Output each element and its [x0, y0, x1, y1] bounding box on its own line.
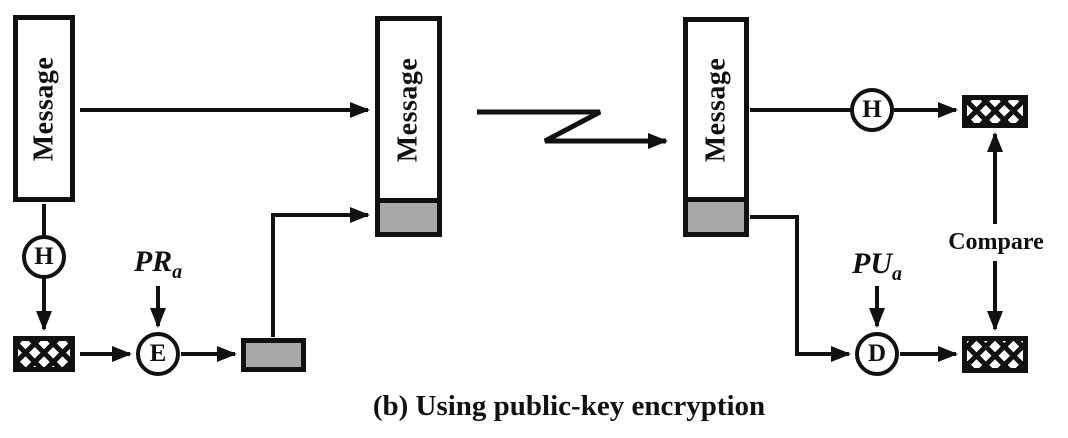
transmission-zigzag-icon [477, 109, 668, 149]
arrow-signature-to-message2 [271, 207, 370, 337]
message-box-transit: Message [375, 16, 442, 237]
compare-label: Compare [948, 229, 1044, 255]
hash-function-circle-receiver: H [850, 88, 894, 132]
arrow-signature-strip-to-decrypt [750, 215, 851, 362]
private-key-subscript: a [172, 261, 183, 283]
signature-strip-receiver [688, 197, 744, 232]
decrypt-function-label: D [867, 340, 887, 367]
figure-caption: (b) Using public-key encryption [372, 390, 766, 422]
public-key-subscript: a [892, 263, 902, 285]
message-label-transit: Message [392, 57, 424, 162]
hash-function-circle-sender: H [22, 235, 66, 279]
message-box-sender: Message [13, 15, 75, 202]
hash-value-box-receiver-decrypted [962, 336, 1028, 373]
encrypt-function-circle: E [136, 332, 180, 376]
encrypt-function-label: E [149, 340, 167, 367]
decrypt-function-circle: D [855, 332, 899, 376]
signature-strip-transit [380, 198, 437, 232]
hash-function-label-sender: H [34, 243, 54, 270]
message-label-receiver: Message [700, 57, 732, 162]
private-key-label: PRa [133, 245, 183, 283]
hash-value-box-sender [13, 336, 75, 372]
message-box-receiver: Message [683, 17, 749, 237]
public-key-label: PUa [852, 247, 902, 285]
signature-box-sender [241, 338, 306, 372]
message-label-sender: Message [28, 56, 60, 161]
hash-value-box-receiver-computed [962, 95, 1028, 128]
hash-function-label-receiver: H [862, 96, 882, 123]
